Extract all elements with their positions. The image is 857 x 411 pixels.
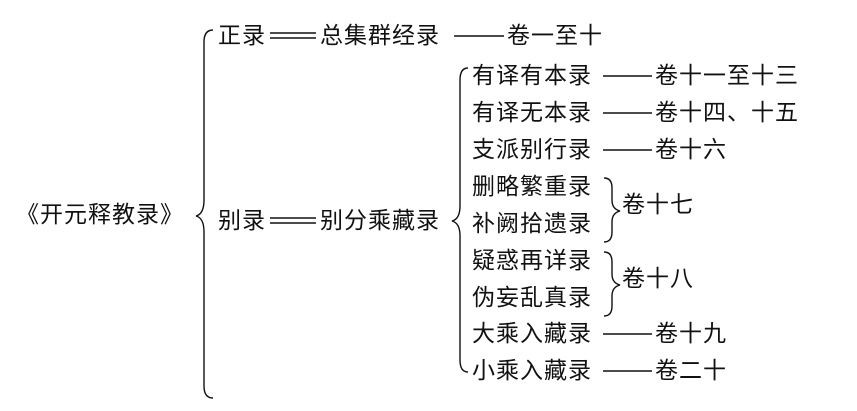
sub-item-7: 大乘入藏录 [472,321,592,347]
sub-item-1-volumes: 卷十四、十五 [655,100,799,126]
sub-item-8-volumes: 卷二十 [655,358,727,384]
branch-bie-name: 别录 [218,208,266,234]
sub-item-7-volumes: 卷十九 [655,321,727,347]
root-title: 《开元释教录》 [16,202,184,228]
group-2-volumes: 卷十八 [622,266,694,292]
sub-item-6: 伪妄乱真录 [472,285,592,311]
branch-zheng-name: 正录 [218,23,266,49]
sub-item-2-volumes: 卷十六 [655,137,727,163]
sub-item-1: 有译无本录 [472,100,592,126]
branch-zheng-volumes: 卷一至十 [507,23,603,49]
group-brace-1 [603,177,621,243]
sub-brace [451,67,469,373]
sub-item-5: 疑惑再详录 [472,248,592,274]
branch-zheng-subtitle: 总集群经录 [320,23,440,49]
sub-item-2: 支派别行录 [472,137,592,163]
sub-item-3: 删略繁重录 [472,174,592,200]
root-brace [195,29,214,399]
branch-bie-subtitle: 别分乘藏录 [320,208,440,234]
group-1-volumes: 卷十七 [622,192,694,218]
sub-item-8: 小乘入藏录 [472,358,592,384]
group-brace-2 [603,251,621,317]
sub-item-0: 有译有本录 [472,63,592,89]
sub-item-4: 补阙拾遗录 [472,211,592,237]
sub-item-0-volumes: 卷十一至十三 [655,63,799,89]
